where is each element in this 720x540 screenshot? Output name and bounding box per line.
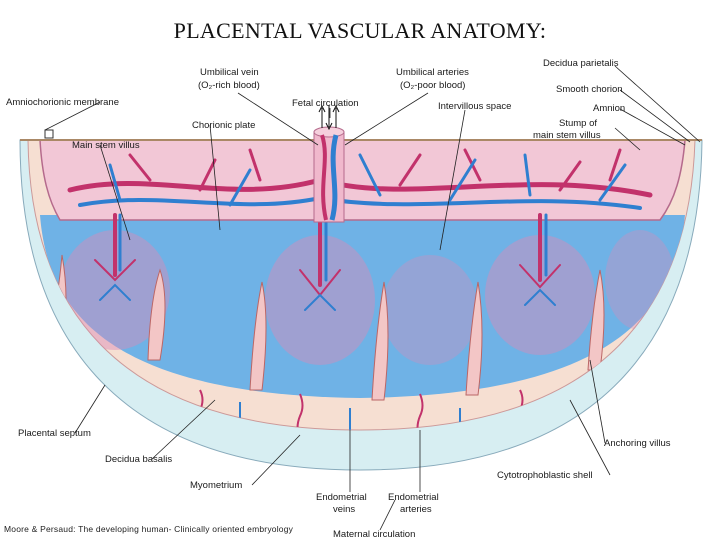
cotyledon-tint	[60, 230, 170, 350]
label-stump: Stump of	[559, 118, 597, 129]
label-main-stem-villus: Main stem villus	[72, 140, 140, 151]
chorionic-plate	[39, 139, 686, 221]
label-amnion: Amnion	[593, 103, 625, 114]
placental-septum	[249, 281, 267, 391]
label-endometrial-veins-note: veins	[333, 504, 355, 515]
label-chorionic-plate: Chorionic plate	[192, 120, 255, 131]
label-cytotrophoblastic-shell: Cytotrophoblastic shell	[497, 470, 593, 481]
cotyledon-tint	[382, 255, 478, 365]
label-umbilical-arteries-note: (O₂-poor blood)	[400, 80, 465, 91]
page-title: PLACENTAL VASCULAR ANATOMY:	[173, 18, 547, 43]
label-decidua-parietalis: Decidua parietalis	[543, 58, 619, 69]
cotyledon-tint	[485, 235, 595, 355]
placental-septum	[147, 268, 166, 361]
placental-septum	[371, 281, 389, 401]
placental-septum	[587, 269, 605, 371]
label-amniochorionic-membrane: Amniochorionic membrane	[6, 97, 119, 108]
source-credit: Moore & Persaud: The developing human- C…	[4, 524, 294, 534]
label-endometrial-arteries: Endometrial	[388, 492, 439, 503]
membrane-marker	[44, 129, 54, 139]
label-endometrial-arteries-note: arteries	[400, 504, 432, 515]
label-intervillous-space: Intervillous space	[438, 101, 511, 112]
label-endometrial-veins: Endometrial	[316, 492, 367, 503]
umbilical-cord	[313, 104, 345, 223]
cotyledon-tint	[265, 235, 375, 365]
label-fetal-circulation: Fetal circulation	[292, 98, 359, 109]
label-umbilical-vein-note: (O₂-rich blood)	[198, 80, 260, 91]
placental-septum	[465, 281, 483, 396]
intervillous-space	[40, 215, 685, 398]
label-smooth-chorion: Smooth chorion	[556, 84, 623, 95]
label-placental-septum: Placental septum	[18, 428, 91, 439]
label-umbilical-vein: Umbilical vein	[200, 67, 259, 78]
label-stump-note: main stem villus	[533, 130, 601, 141]
label-decidua-basalis: Decidua basalis	[105, 454, 172, 465]
label-umbilical-arteries: Umbilical arteries	[396, 67, 469, 78]
label-maternal-circulation: Maternal circulation	[333, 529, 415, 540]
label-myometrium: Myometrium	[190, 480, 242, 491]
leader-lines	[44, 65, 701, 531]
label-anchoring-villus: Anchoring villus	[604, 438, 671, 449]
